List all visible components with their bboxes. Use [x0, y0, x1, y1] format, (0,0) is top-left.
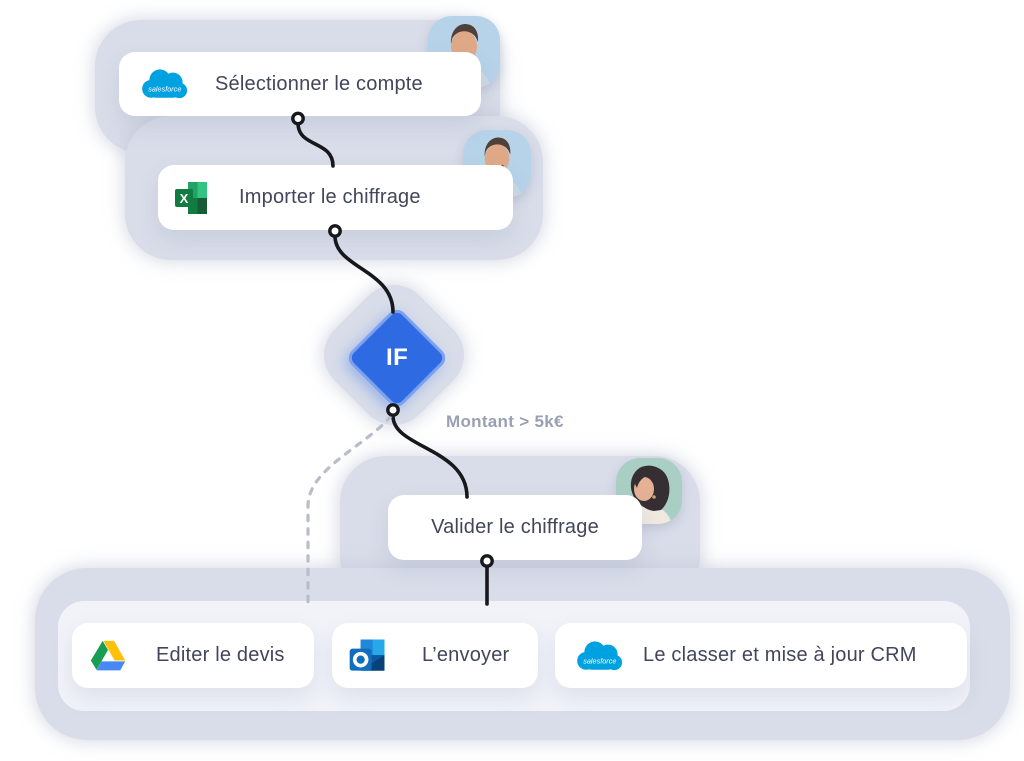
salesforce-icon: salesforce: [573, 639, 625, 673]
google-drive-icon: [90, 640, 126, 672]
excel-icon: X: [173, 180, 209, 216]
salesforce-icon: salesforce: [139, 67, 189, 101]
step-label: Editer le devis: [156, 644, 285, 666]
svg-text:salesforce: salesforce: [148, 84, 181, 93]
step-label: L’envoyer: [422, 644, 510, 666]
condition-label: Montant > 5k€: [446, 412, 564, 431]
step-label: Le classer et mise à jour CRM: [643, 644, 917, 666]
step-card-select-account[interactable]: salesforce Sélectionner le compte: [119, 52, 481, 116]
step-label: Sélectionner le compte: [215, 72, 423, 95]
svg-text:X: X: [180, 191, 189, 206]
step-card-import-quote[interactable]: X Importer le chiffrage: [158, 165, 513, 230]
svg-text:salesforce: salesforce: [583, 656, 616, 665]
step-card-send-quote[interactable]: L’envoyer: [332, 623, 538, 688]
step-label: Importer le chiffrage: [239, 186, 421, 208]
step-card-edit-quote[interactable]: Editer le devis: [72, 623, 314, 688]
if-gateway-label: IF: [385, 343, 409, 371]
step-card-file-crm[interactable]: salesforce Le classer et mise à jour CRM: [555, 623, 967, 688]
outlook-icon: [346, 634, 390, 678]
step-label: Valider le chiffrage: [431, 516, 599, 538]
step-card-validate-quote[interactable]: Valider le chiffrage: [388, 495, 642, 560]
